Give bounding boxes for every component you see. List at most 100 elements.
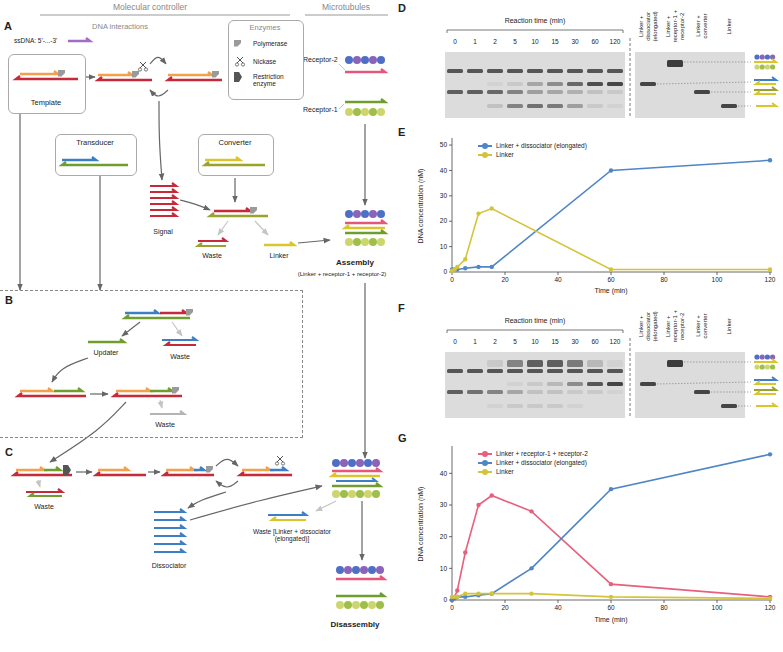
- dna-strand: [166, 467, 194, 470]
- data-point: [609, 168, 613, 172]
- gel-band: [587, 369, 603, 373]
- dna-strand: [162, 337, 196, 340]
- flow-arrow: [180, 200, 210, 210]
- tick-label: 40: [554, 604, 561, 611]
- flow-arrow: [298, 240, 330, 243]
- flow-arrow: [159, 101, 162, 180]
- dna-strand: [98, 467, 128, 470]
- dna-strand: [20, 388, 52, 391]
- tick-label: 0: [443, 596, 447, 603]
- state-note: (Linker + receptor-1 + receptor-2): [286, 271, 398, 278]
- dna-strand: [756, 403, 776, 406]
- tubulin-subunit: [345, 210, 353, 218]
- dna-strand: [150, 388, 172, 391]
- node-text: Waste: [140, 421, 190, 429]
- lane-number: 15: [551, 338, 558, 345]
- gel-band: [527, 382, 543, 386]
- dna-strand: [62, 157, 96, 160]
- gel-band: [487, 360, 503, 367]
- lane-label: Linker + dissociator (elongated): [638, 3, 659, 49]
- species-label: Signal: [153, 228, 172, 236]
- gel-band: [447, 69, 463, 73]
- dna-strand: [272, 517, 306, 520]
- lane-number: 30: [571, 38, 578, 45]
- axis-line: [452, 600, 772, 601]
- gel-band: [487, 369, 503, 373]
- dna-strand: [54, 388, 82, 391]
- subsection-heading: DNA interactions: [92, 23, 148, 32]
- dna-strand: [336, 478, 376, 481]
- tubulin-subunit: [372, 459, 380, 467]
- flow-arrow: [122, 322, 140, 336]
- polymerase-icon: [250, 207, 257, 214]
- dna-strand: [96, 472, 146, 475]
- gel-band: [527, 82, 543, 86]
- scissor-blade: [140, 62, 146, 68]
- gel-band: [567, 360, 583, 367]
- legend-dot: [482, 152, 488, 158]
- dna-strand: [168, 72, 212, 75]
- tubulin-subunit: [377, 108, 385, 116]
- leader-line: [339, 104, 344, 109]
- dna-strand: [150, 195, 176, 198]
- dna-strand: [154, 533, 184, 536]
- nickase-icon: [138, 62, 147, 71]
- dna-strand: [150, 411, 184, 414]
- polymerase-icon: [58, 70, 65, 77]
- dna-strand: [332, 468, 380, 471]
- gel-band: [587, 90, 603, 94]
- dna-strand: [754, 387, 776, 390]
- panel-letter: E: [398, 126, 405, 139]
- tubulin-subunit: [376, 601, 384, 609]
- dna-strand: [194, 467, 204, 470]
- lane-number: 5: [513, 38, 517, 45]
- lane-number: 60: [591, 338, 598, 345]
- tick-label: 40: [440, 470, 447, 477]
- flow-arrow: [150, 57, 166, 64]
- node-text: Waste: [155, 353, 205, 361]
- dna-strand: [16, 467, 44, 470]
- tubulin-subunit: [352, 566, 360, 574]
- polymerase-icon: [212, 71, 219, 78]
- tick-label: 40: [554, 276, 561, 283]
- tubulin-subunit: [361, 210, 369, 218]
- dna-strand: [754, 77, 776, 80]
- tick-label: 80: [660, 604, 667, 611]
- tick-label: 20: [501, 604, 508, 611]
- panel-region: UpdaterWasteWaste: [0, 290, 303, 438]
- gel-band: [447, 90, 463, 94]
- gel-band: [507, 69, 523, 73]
- gel-band: [607, 82, 623, 86]
- leader-line: [711, 92, 751, 93]
- dna-strand: [242, 467, 270, 470]
- node-text: Restriction enzyme: [253, 73, 299, 88]
- tubulin-subunit: [376, 566, 384, 574]
- leader-line: [657, 382, 751, 384]
- scissor-handle: [235, 63, 238, 66]
- dna-strand: [154, 525, 184, 528]
- panel-letter: C: [5, 446, 13, 459]
- data-point: [476, 503, 480, 507]
- tubulin-subunit: [344, 566, 352, 574]
- dna-strand: [150, 189, 176, 192]
- gel-band: [447, 369, 463, 373]
- lane-number: 0: [453, 38, 457, 45]
- data-point: [455, 595, 459, 599]
- tick-mark: [558, 272, 559, 275]
- flow-arrow: [216, 459, 238, 466]
- lane-label: Linker: [726, 3, 733, 49]
- dna-strand: [154, 509, 184, 512]
- tubulin-subunit: [332, 490, 340, 498]
- tubulin-subunit: [369, 238, 377, 246]
- node-text: Nickase: [253, 58, 299, 65]
- tubulin-subunit: [760, 364, 765, 369]
- dna-strand: [754, 359, 776, 362]
- tubulin-subunit: [372, 490, 380, 498]
- flow-arrow: [364, 124, 365, 205]
- enzyme-key-box: EnzymesPolymeraseNickaseRestriction enzy…: [228, 20, 304, 100]
- legend-row: Linker: [478, 468, 514, 475]
- dna-strand: [205, 162, 265, 165]
- flow-arrow: [361, 501, 362, 560]
- legend-text: Linker: [496, 151, 514, 158]
- gel-band: [527, 69, 543, 73]
